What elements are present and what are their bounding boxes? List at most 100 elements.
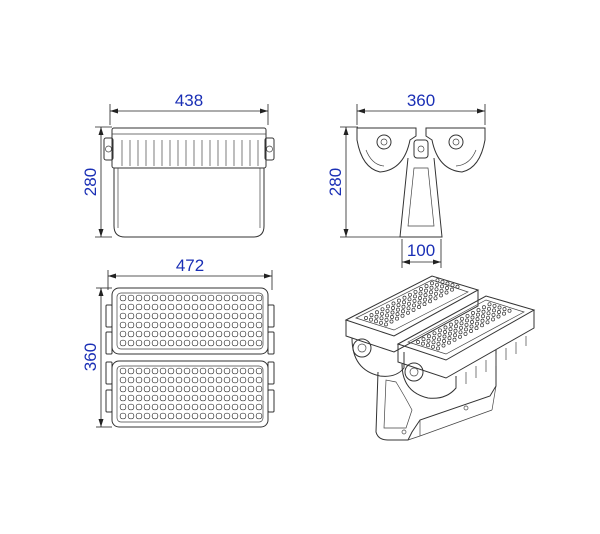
led-lens (223, 403, 231, 411)
led-lens (119, 403, 127, 411)
led-lens (151, 339, 159, 347)
iso-led-lens (469, 329, 473, 333)
iso-led-lens (389, 319, 394, 324)
led-lens (247, 294, 255, 302)
led-lens (159, 385, 167, 393)
led-lens (207, 330, 215, 338)
led-lens (255, 385, 263, 393)
led-lens (215, 321, 223, 329)
iso-led-lens (432, 331, 437, 336)
led-lens (151, 403, 159, 411)
bracket-width-label: 100 (407, 241, 435, 260)
iso-led-lens (471, 311, 475, 315)
iso-led-lens (482, 305, 486, 310)
led-lens (231, 394, 239, 402)
led-lens (247, 394, 255, 402)
front-height-label: 280 (81, 168, 100, 196)
side-view: 360 280 (326, 91, 486, 268)
led-lens (151, 330, 159, 338)
led-lens (143, 394, 151, 402)
led-lens (191, 403, 199, 411)
iso-cooling-fins (455, 336, 527, 388)
led-lens (183, 376, 191, 384)
iso-led-lens (408, 292, 412, 297)
iso-led-lens (390, 310, 395, 315)
iso-led-lens (400, 313, 405, 318)
side-width-label: 360 (407, 91, 435, 110)
iso-led-lens (465, 318, 469, 323)
led-lens (255, 294, 263, 302)
led-lens (199, 339, 207, 347)
isometric-view (344, 275, 536, 441)
iso-led-lens (445, 281, 450, 286)
front-width-dimension: 438 (109, 91, 269, 125)
side-height-dimension: 280 (326, 126, 400, 238)
led-lens (231, 312, 239, 320)
led-lens (231, 403, 239, 411)
led-lens (175, 394, 183, 402)
bracket-width-dimension: 100 (401, 239, 442, 268)
led-lens (167, 385, 175, 393)
iso-led-lens (474, 326, 479, 331)
led-lens (143, 312, 151, 320)
led-lens (247, 403, 255, 411)
led-lens (199, 403, 207, 411)
iso-led-lens (476, 312, 480, 317)
led-lens (191, 412, 199, 420)
led-lens (143, 339, 151, 347)
iso-led-lens (424, 288, 428, 293)
iso-led-lens (429, 290, 433, 295)
iso-led-lens (379, 320, 383, 325)
led-lens (223, 330, 231, 338)
led-lens (215, 339, 223, 347)
iso-led-lens (485, 320, 490, 325)
led-lens (207, 321, 215, 329)
led-lens (159, 412, 167, 420)
iso-led-lens (374, 314, 379, 319)
led-lens (199, 376, 207, 384)
led-lens (175, 412, 183, 420)
side-width-dimension: 360 (356, 91, 486, 125)
iso-led-lens (380, 311, 384, 316)
led-lens (215, 376, 223, 384)
iso-led-lens (421, 341, 425, 346)
led-lens (231, 294, 239, 302)
iso-led-lens (419, 287, 423, 291)
led-lens (127, 339, 135, 347)
led-lens (135, 330, 143, 338)
iso-led-lens (476, 308, 481, 313)
iso-led-lens (481, 314, 485, 319)
led-lens (255, 403, 263, 411)
led-lens (143, 403, 151, 411)
led-lens (143, 294, 151, 302)
front-width-label: 438 (175, 91, 203, 110)
led-lens (207, 385, 215, 393)
led-lens (247, 376, 255, 384)
top-led-module-lower (111, 360, 269, 428)
iso-led-lens (448, 331, 452, 336)
iso-led-lens (453, 333, 457, 338)
iso-led-lens (395, 312, 400, 317)
led-lens (175, 303, 183, 311)
iso-led-lens (435, 278, 440, 283)
iso-led-lens (507, 308, 512, 313)
iso-led-lens (440, 279, 445, 284)
iso-led-lens (475, 317, 480, 322)
front-view: 438 280 (81, 91, 275, 238)
iso-led-lens (417, 305, 421, 309)
led-lens (191, 321, 199, 329)
led-lens (143, 412, 151, 420)
iso-led-lens (391, 306, 395, 310)
led-lens (207, 394, 215, 402)
iso-led-lens (463, 331, 468, 336)
iso-led-lens (440, 284, 444, 289)
led-lens (183, 312, 191, 320)
led-lens (239, 385, 247, 393)
led-lens (135, 303, 143, 311)
iso-bracket (375, 350, 497, 441)
iso-led-lens (439, 288, 444, 293)
iso-led-lens (475, 321, 479, 326)
led-lens (231, 376, 239, 384)
iso-led-lens (421, 337, 426, 342)
